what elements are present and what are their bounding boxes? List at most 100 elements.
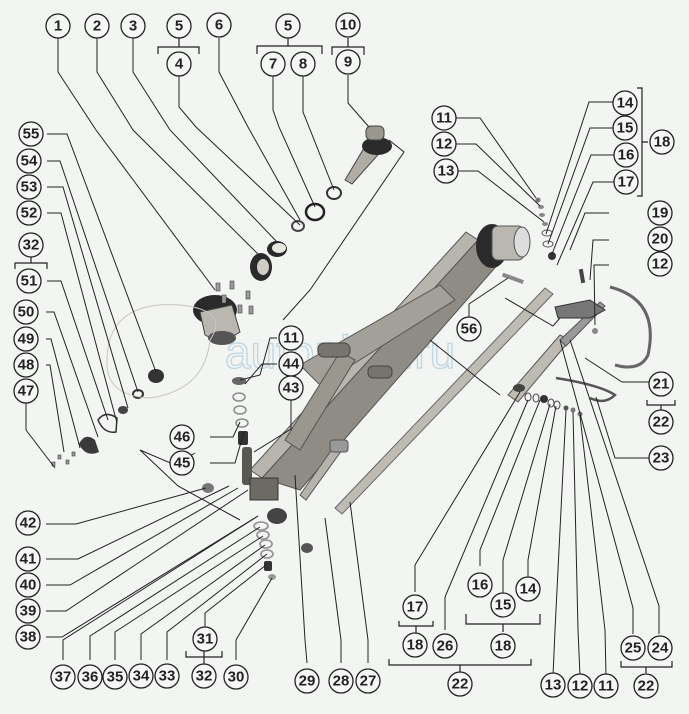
- callout-13[interactable]: 13: [540, 672, 566, 698]
- callout-48[interactable]: 48: [13, 352, 39, 378]
- callout-12[interactable]: 12: [567, 673, 593, 699]
- callout-50[interactable]: 50: [13, 299, 39, 325]
- callout-9[interactable]: 9: [335, 49, 361, 75]
- callout-53[interactable]: 53: [16, 174, 42, 200]
- callout-1[interactable]: 1: [45, 13, 71, 39]
- beam-end-eye: [267, 508, 287, 524]
- callout-41[interactable]: 41: [15, 546, 41, 572]
- svg-text:44: 44: [283, 356, 300, 373]
- svg-text:1: 1: [54, 18, 62, 35]
- callout-15[interactable]: 15: [490, 592, 516, 618]
- callout-19[interactable]: 19: [647, 200, 673, 226]
- callout-37[interactable]: 37: [50, 664, 76, 690]
- callout-11[interactable]: 11: [431, 105, 457, 131]
- bracket: [637, 87, 648, 197]
- svg-text:22: 22: [452, 676, 469, 693]
- callout-5[interactable]: 5: [275, 13, 301, 39]
- hydraulic-hose: [555, 376, 617, 403]
- callout-45[interactable]: 45: [169, 450, 195, 476]
- callout-51[interactable]: 51: [16, 268, 42, 294]
- callout-31[interactable]: 31: [192, 626, 218, 652]
- callout-15[interactable]: 15: [612, 115, 638, 141]
- callout-5[interactable]: 5: [166, 13, 192, 39]
- bracket: [620, 661, 673, 673]
- callout-44[interactable]: 44: [278, 351, 304, 377]
- callout-13[interactable]: 13: [433, 158, 459, 184]
- callout-4[interactable]: 4: [166, 51, 192, 77]
- washer: [260, 549, 274, 559]
- svg-text:13: 13: [438, 163, 455, 180]
- callout-22[interactable]: 22: [633, 673, 659, 699]
- callout-25[interactable]: 25: [620, 635, 646, 661]
- svg-text:22: 22: [653, 414, 670, 431]
- callout-32[interactable]: 32: [191, 663, 217, 689]
- callout-18[interactable]: 18: [649, 129, 675, 155]
- callout-11[interactable]: 11: [278, 325, 304, 351]
- callout-22[interactable]: 22: [447, 671, 473, 697]
- callout-40[interactable]: 40: [15, 572, 41, 598]
- callout-11[interactable]: 11: [593, 673, 619, 699]
- callout-55[interactable]: 55: [18, 121, 44, 147]
- svg-text:19: 19: [652, 205, 669, 222]
- callout-54[interactable]: 54: [16, 148, 42, 174]
- svg-text:17: 17: [618, 174, 635, 191]
- callout-23[interactable]: 23: [648, 445, 674, 471]
- callout-49[interactable]: 49: [13, 326, 39, 352]
- callout-20[interactable]: 20: [647, 226, 673, 252]
- callout-36[interactable]: 36: [77, 664, 103, 690]
- callout-39[interactable]: 39: [15, 598, 41, 624]
- seal: [513, 384, 525, 392]
- pin: [578, 268, 586, 284]
- gasket: [97, 413, 118, 433]
- callout-16[interactable]: 16: [613, 142, 639, 168]
- washer: [253, 521, 269, 531]
- callout-22[interactable]: 22: [648, 409, 674, 435]
- callout-10[interactable]: 10: [335, 12, 361, 38]
- callout-18[interactable]: 18: [402, 632, 428, 658]
- svg-text:14: 14: [617, 95, 634, 112]
- callout-42[interactable]: 42: [15, 510, 41, 536]
- svg-text:40: 40: [20, 577, 37, 594]
- svg-text:24: 24: [652, 640, 669, 657]
- callout-17[interactable]: 17: [402, 594, 428, 620]
- washer: [118, 406, 128, 414]
- callout-21[interactable]: 21: [648, 371, 674, 397]
- callout-12[interactable]: 12: [647, 251, 673, 277]
- callout-12[interactable]: 12: [431, 131, 457, 157]
- seal: [548, 252, 556, 260]
- svg-text:45: 45: [174, 455, 191, 472]
- bracket: [157, 38, 200, 54]
- callout-32[interactable]: 32: [18, 232, 44, 258]
- callout-29[interactable]: 29: [294, 668, 320, 694]
- hydraulic-hose: [609, 285, 652, 369]
- hub-cap: [79, 436, 99, 454]
- callout-34[interactable]: 34: [128, 663, 154, 689]
- nut: [592, 328, 598, 334]
- callout-14[interactable]: 14: [612, 90, 638, 116]
- callout-33[interactable]: 33: [154, 663, 180, 689]
- callout-35[interactable]: 35: [102, 664, 128, 690]
- callout-38[interactable]: 38: [15, 624, 41, 650]
- callout-7[interactable]: 7: [260, 51, 286, 77]
- svg-text:3: 3: [129, 18, 137, 35]
- callout-14[interactable]: 14: [515, 576, 541, 602]
- callout-2[interactable]: 2: [84, 13, 110, 39]
- callout-47[interactable]: 47: [13, 378, 39, 404]
- callout-30[interactable]: 30: [223, 664, 249, 690]
- callout-24[interactable]: 24: [647, 635, 673, 661]
- callout-6[interactable]: 6: [206, 12, 232, 38]
- callout-17[interactable]: 17: [613, 169, 639, 195]
- svg-text:25: 25: [625, 640, 642, 657]
- callout-16[interactable]: 16: [467, 572, 493, 598]
- callout-46[interactable]: 46: [169, 424, 195, 450]
- ring: [326, 186, 342, 200]
- callout-52[interactable]: 52: [16, 200, 42, 226]
- callout-8[interactable]: 8: [290, 51, 316, 77]
- callout-18[interactable]: 18: [490, 633, 516, 659]
- callout-56[interactable]: 56: [456, 316, 482, 342]
- callout-26[interactable]: 26: [432, 633, 458, 659]
- callout-3[interactable]: 3: [120, 13, 146, 39]
- callout-28[interactable]: 28: [328, 668, 354, 694]
- callout-27[interactable]: 27: [355, 668, 381, 694]
- callout-43[interactable]: 43: [278, 375, 304, 401]
